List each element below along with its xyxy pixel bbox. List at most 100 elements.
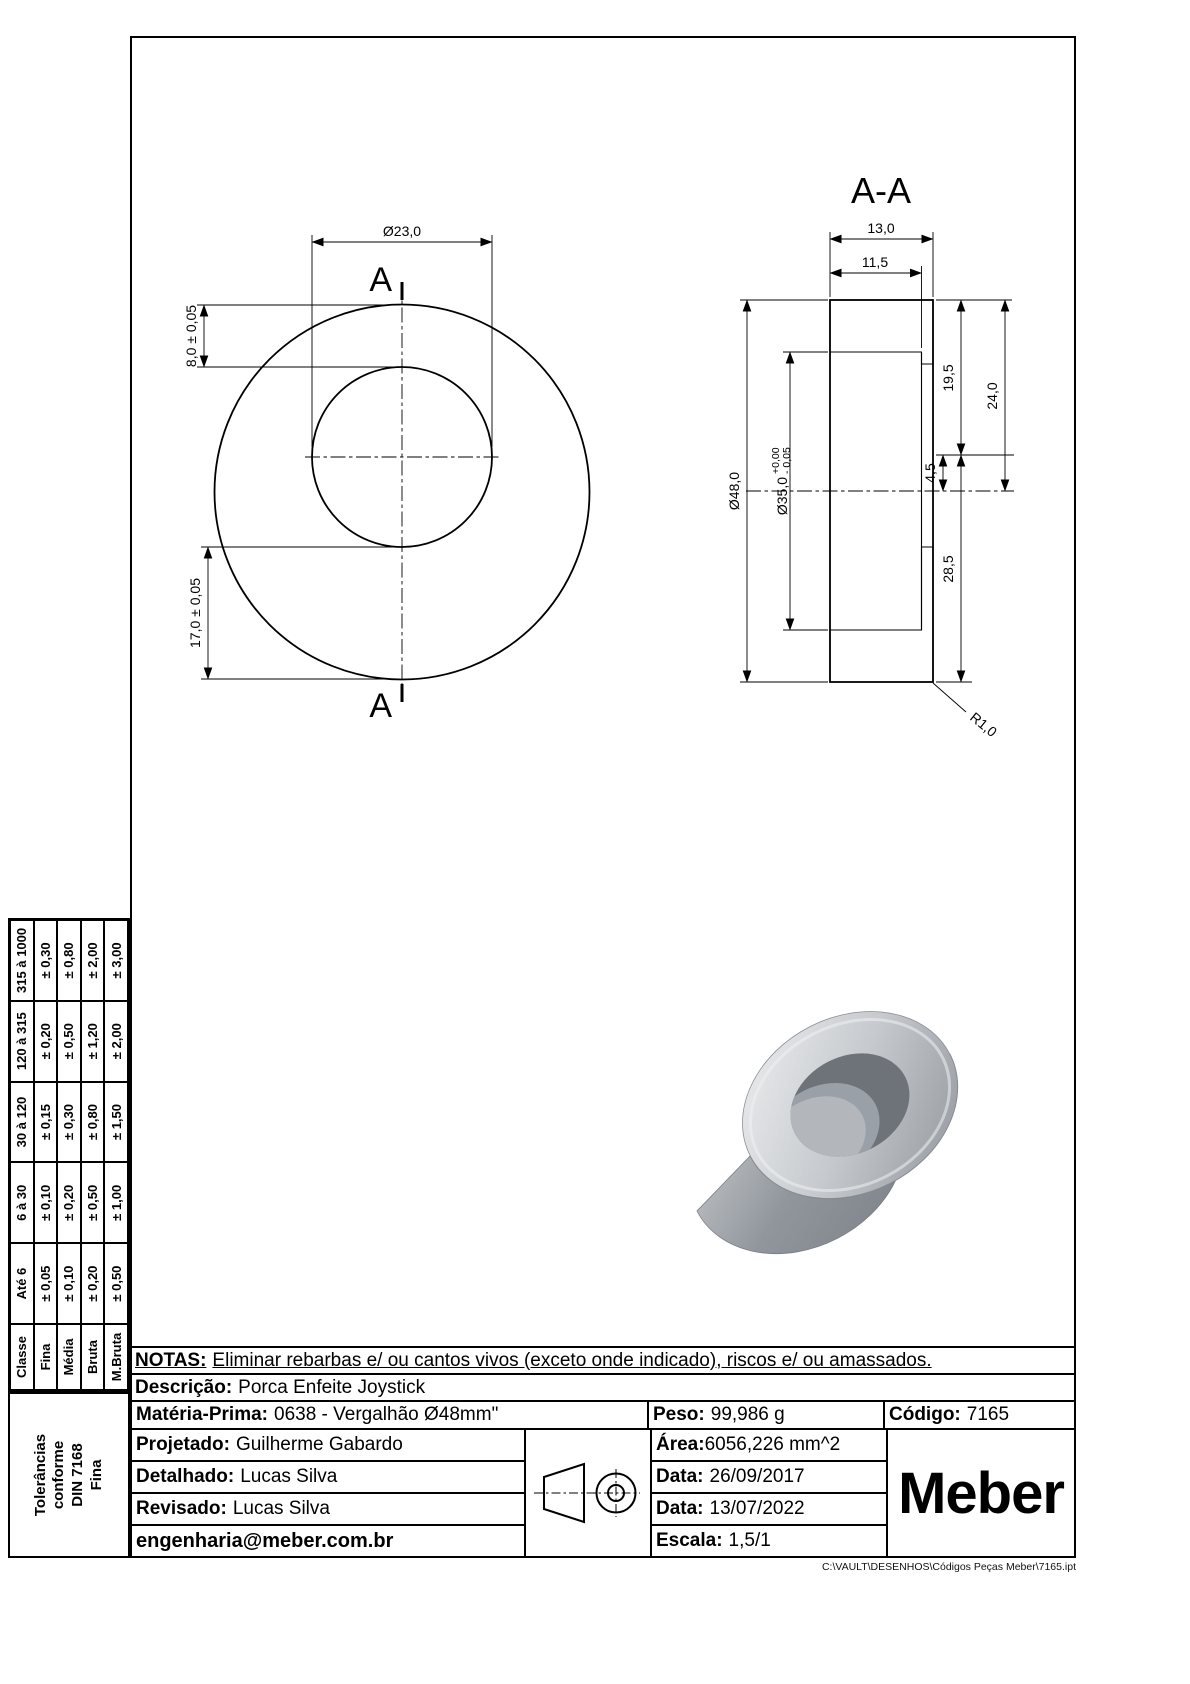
date1-row: Data: 26/09/2017 — [652, 1460, 886, 1492]
material-value: 0638 - Vergalhão Ø48mm" — [274, 1404, 499, 1425]
date1-value: 26/09/2017 — [709, 1466, 805, 1487]
iso-face-highlight — [748, 1018, 952, 1192]
tolerance-value: ± 1,50 — [104, 1081, 128, 1163]
tolerance-header-cell: 315 à 1000 — [10, 920, 34, 1001]
area-row: Área: 6056,226 mm^2 — [652, 1430, 886, 1460]
area-value: 6056,226 mm^2 — [704, 1434, 841, 1455]
detailed-label: Detalhado: — [136, 1466, 235, 1487]
tolerance-value: ± 1,20 — [80, 1000, 105, 1082]
dim-total-width: 13,0 — [829, 220, 934, 297]
tolerance-value: ± 2,00 — [80, 920, 105, 1001]
reviewed-row: Revisado: Lucas Silva — [132, 1492, 524, 1524]
tolerance-side-note: Tolerâncias conforme DIN 7168 Fina — [8, 1392, 130, 1558]
date1-label: Data: — [656, 1466, 704, 1487]
tolerance-value: ± 0,20 — [80, 1243, 105, 1324]
scale-row: Escala: 1,5/1 — [652, 1524, 886, 1556]
dim-center-offset-label: 4,5 — [922, 463, 938, 483]
tolerance-header-cell: Até 6 — [10, 1243, 34, 1324]
tolerance-header-cell: 120 à 315 — [10, 1000, 34, 1082]
dim-offset-bottom: 17,0 ± 0,05 — [187, 546, 400, 680]
tolerance-value: ± 0,50 — [57, 1000, 81, 1082]
dim-bore-label: Ø23,0 — [383, 223, 421, 239]
dim-top-to-part-center-label: 24,0 — [984, 382, 1000, 409]
dim-offset-top: 8,0 ± 0,05 — [183, 304, 400, 368]
notes-row: NOTAS: Eliminar rebarbas e/ ou cantos vi… — [132, 1346, 1074, 1373]
company-logo: Meber — [898, 1460, 1065, 1526]
reviewed-value: Lucas Silva — [232, 1498, 330, 1519]
tolerance-value: ± 0,15 — [33, 1081, 58, 1163]
weight-label: Peso: — [653, 1404, 705, 1425]
side-note-line: DIN 7168 — [69, 1443, 86, 1507]
tolerance-value: ± 1,00 — [104, 1162, 128, 1244]
tolerance-table: Classe Até 6 6 à 30 30 à 120 120 à 315 3… — [8, 918, 130, 1392]
tolerance-value: ± 0,30 — [33, 920, 58, 1001]
dim-outer-diameter: Ø48,0 — [726, 299, 828, 683]
title-block: NOTAS: Eliminar rebarbas e/ ou cantos vi… — [132, 1346, 1074, 1556]
material-row: Matéria-Prima: 0638 - Vergalhão Ø48mm" P… — [132, 1400, 1074, 1428]
dim-bore-diameter: Ø23,0 — [311, 223, 493, 447]
scale-value: 1,5/1 — [728, 1530, 771, 1551]
tolerance-value: ± 0,10 — [33, 1162, 58, 1244]
material-label: Matéria-Prima: — [136, 1404, 268, 1425]
tolerance-row-label: Bruta — [80, 1324, 105, 1390]
date2-value: 13/07/2022 — [709, 1498, 805, 1519]
area-label: Área: — [656, 1434, 705, 1455]
dim-counterbore-tol-plus: +0,00 — [770, 447, 782, 474]
side-note-line: Tolerâncias — [31, 1433, 49, 1517]
tolerance-value: ± 0,20 — [33, 1000, 58, 1082]
tolerance-value: ± 0,20 — [57, 1162, 81, 1244]
tolerance-value: ± 0,30 — [57, 1081, 81, 1163]
logo-cell: Meber — [886, 1430, 1074, 1556]
dim-bore-depth: 11,5 — [829, 254, 922, 348]
date2-label: Data: — [656, 1498, 704, 1519]
notes-text: Eliminar rebarbas e/ ou cantos vivos (ex… — [212, 1349, 932, 1371]
code-value: 7165 — [966, 1404, 1010, 1425]
notes-label: NOTAS: — [135, 1349, 207, 1371]
tolerance-header-cell: Classe — [10, 1324, 34, 1390]
tolerance-value: ± 0,80 — [80, 1081, 105, 1163]
iso-view — [696, 1011, 959, 1255]
tolerance-row-label: Média — [57, 1324, 81, 1390]
description-value: Porca Enfeite Joystick — [238, 1376, 426, 1398]
file-path: C:\VAULT\DESENHOS\Códigos Peças Meber\71… — [821, 1561, 1076, 1573]
tolerance-value: ± 0,05 — [33, 1243, 58, 1324]
data-column: Área: 6056,226 mm^2 Data: 26/09/2017 Dat… — [650, 1430, 886, 1556]
dim-top-to-hole-center: 19,5 — [936, 299, 1012, 456]
dim-bore-depth-label: 11,5 — [862, 254, 888, 270]
dim-hole-center-to-bottom: 28,5 — [936, 454, 972, 683]
projection-symbol-cell — [524, 1430, 650, 1556]
dim-hole-center-to-bottom-label: 28,5 — [940, 555, 956, 582]
tolerance-row-label: Fina — [33, 1324, 58, 1390]
description-label: Descrição: — [135, 1376, 233, 1398]
designed-value: Guilherme Gabardo — [235, 1434, 403, 1455]
scale-label: Escala: — [656, 1530, 723, 1551]
tolerance-value: ± 0,50 — [104, 1243, 128, 1324]
description-row: Descrição: Porca Enfeite Joystick — [132, 1373, 1074, 1400]
dim-offset-top-label: 8,0 ± 0,05 — [183, 305, 199, 367]
dim-outer-diameter-label: Ø48,0 — [726, 472, 742, 510]
dim-offset-bottom-label: 17,0 ± 0,05 — [187, 578, 203, 648]
dim-top-to-part-center: 24,0 — [984, 299, 1010, 492]
tolerance-header-cell: 30 à 120 — [10, 1081, 34, 1163]
material-cell: Matéria-Prima: 0638 - Vergalhão Ø48mm" — [132, 1402, 647, 1428]
code-cell: Código: 7165 — [883, 1402, 1074, 1428]
weight-cell: Peso: 99,986 g — [647, 1402, 883, 1428]
tolerance-header-cell: 6 à 30 — [10, 1162, 34, 1244]
dim-counterbore-diameter-label: Ø35,0 — [774, 477, 790, 515]
tolerance-row-label: M.Bruta — [104, 1324, 128, 1390]
dim-total-width-label: 13,0 — [867, 220, 894, 236]
date2-row: Data: 13/07/2022 — [652, 1492, 886, 1524]
weight-value: 99,986 g — [710, 1404, 785, 1425]
section-label-top: A — [369, 261, 392, 299]
tolerance-value: ± 0,50 — [80, 1162, 105, 1244]
side-note-line: Fina — [87, 1459, 105, 1491]
dim-center-offset: 4,5 — [922, 454, 948, 492]
section-view-title: A-A — [851, 170, 911, 211]
drawing-frame: NOTAS: Eliminar rebarbas e/ ou cantos vi… — [130, 36, 1076, 1558]
reviewed-label: Revisado: — [136, 1498, 227, 1519]
tolerance-value: ± 3,00 — [104, 920, 128, 1001]
dim-counterbore-diameter: Ø35,0 +0,00 - 0,05 — [770, 351, 828, 631]
side-note-line: conforme — [50, 1440, 68, 1510]
email-row: engenharia@meber.com.br — [132, 1524, 524, 1556]
